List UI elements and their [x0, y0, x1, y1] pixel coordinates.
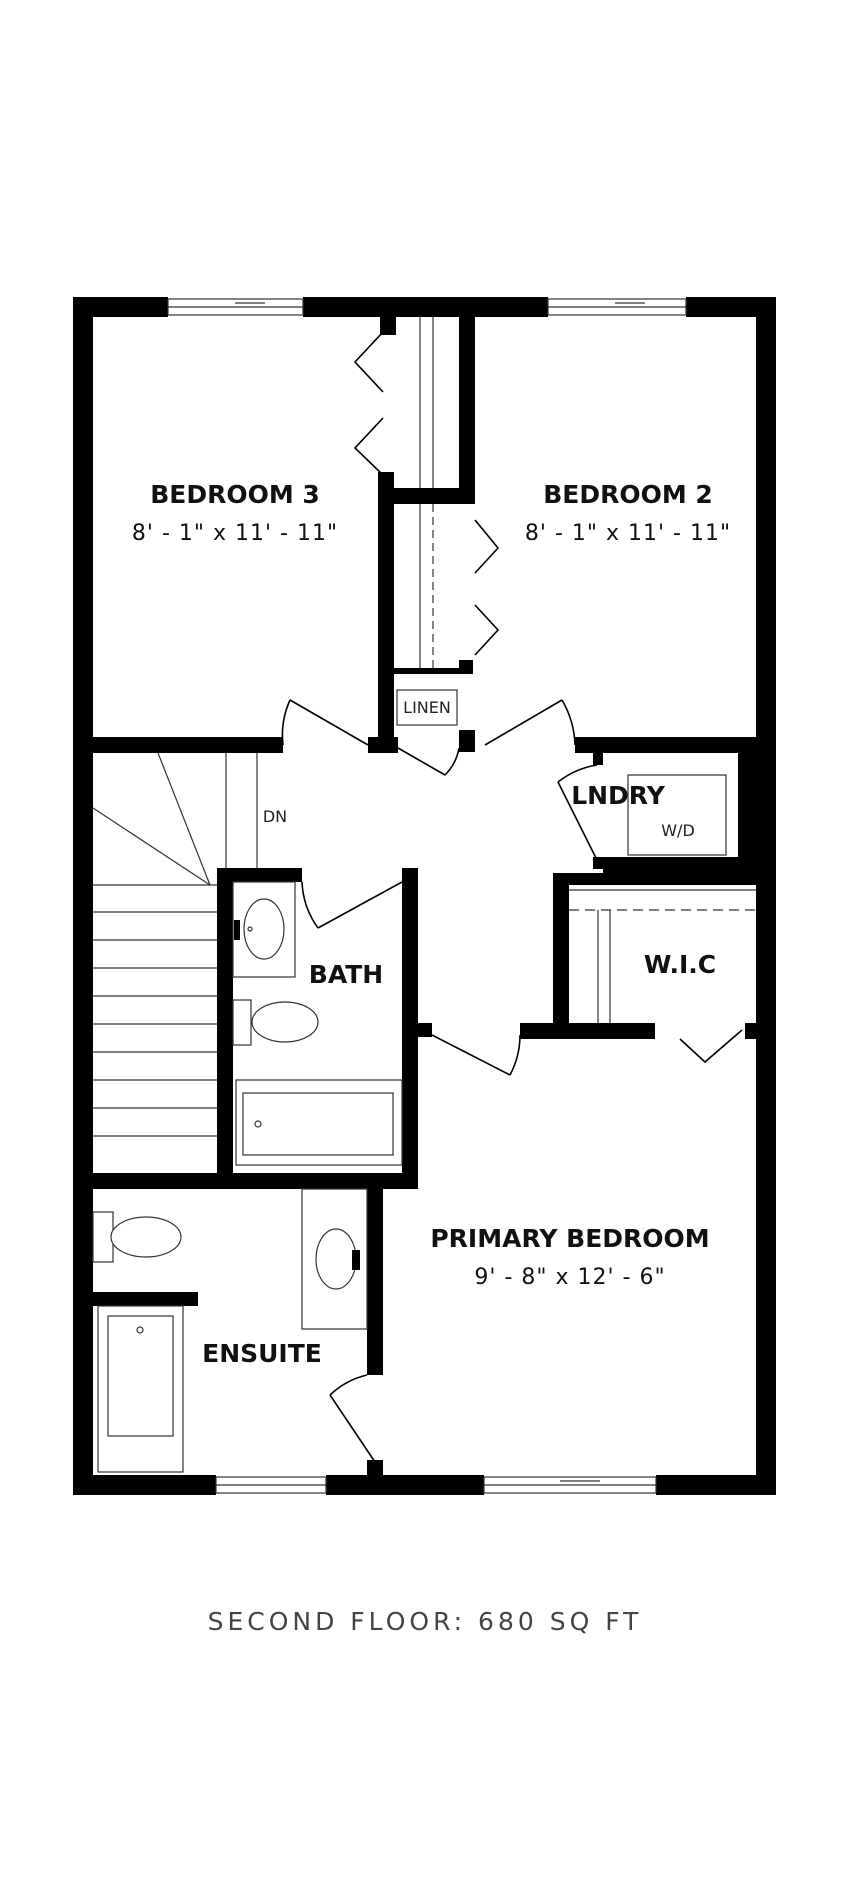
ensuite-label: ENSUITE — [202, 1339, 322, 1368]
interior-walls — [93, 317, 756, 1475]
washer-dryer-label: W/D — [661, 821, 695, 840]
floor-caption: SECOND FLOOR: 680 SQ FT — [208, 1607, 643, 1636]
stairs-down-label: DN — [263, 807, 287, 826]
bedroom-2-dimensions: 8' - 1" x 11' - 11" — [525, 521, 731, 546]
bedroom-3-label: BEDROOM 3 — [150, 480, 320, 509]
bath-label: BATH — [309, 960, 383, 989]
doors — [281, 331, 743, 1463]
stairs — [92, 752, 258, 1137]
primary-bedroom-dimensions: 9' - 8" x 12' - 6" — [474, 1265, 665, 1290]
windows — [167, 298, 687, 1494]
fixtures — [92, 881, 403, 1473]
linen-label: LINEN — [403, 698, 451, 717]
bedroom-2-label: BEDROOM 2 — [543, 480, 713, 509]
primary-bedroom-label: PRIMARY BEDROOM — [430, 1224, 709, 1253]
closet-shelving — [396, 317, 756, 1023]
exterior-walls — [73, 297, 776, 1495]
laundry-label: LNDRY — [571, 781, 665, 810]
wic-label: W.I.C — [644, 950, 716, 979]
bedroom-3-dimensions: 8' - 1" x 11' - 11" — [132, 521, 338, 546]
